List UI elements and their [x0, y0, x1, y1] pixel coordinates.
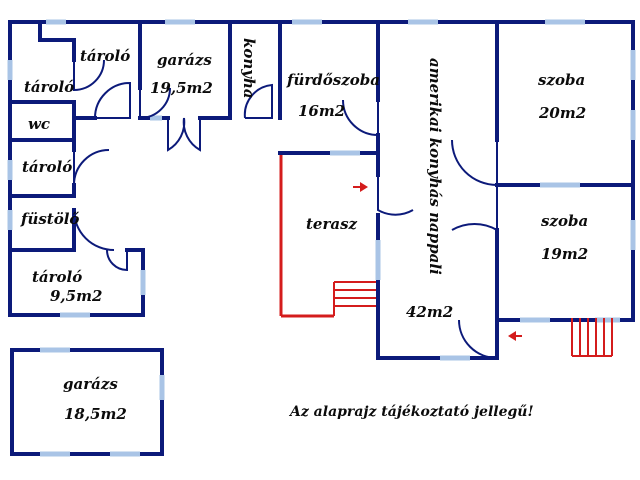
disclaimer-note: Az alaprajz tájékoztató jellegű!	[288, 404, 534, 420]
label-wc: wc	[28, 115, 50, 133]
label-storage-top: tároló	[80, 47, 130, 65]
label-storage-mid: tároló	[22, 158, 72, 176]
room-labels: tároló tároló wc tároló füstölő tároló 9…	[20, 38, 588, 423]
terrace-stairs	[333, 281, 376, 316]
label-storage-bottom: tároló	[32, 268, 82, 286]
label-storage-left: tároló	[24, 78, 74, 96]
detached-garage	[10, 347, 165, 457]
label-terrace: terasz	[306, 215, 358, 233]
entrance-arrows	[353, 182, 522, 341]
label-bathroom: fürdőszoba	[286, 71, 380, 89]
label-storage-bottom-area: 9,5m2	[50, 287, 102, 305]
terrace-outline	[279, 155, 334, 318]
label-kitchen: konyha	[240, 38, 258, 99]
entrance-stairs	[571, 318, 613, 357]
label-garage-main: garázs	[157, 51, 212, 69]
label-garage-detached: garázs	[63, 375, 118, 393]
label-garage-detached-area: 18,5m2	[64, 405, 127, 423]
label-garage-main-area: 19,5m2	[150, 79, 213, 97]
label-smokehouse: füstölő	[20, 210, 79, 228]
label-room1: szoba	[538, 71, 585, 89]
label-room1-area: 20m2	[538, 104, 586, 122]
label-bathroom-area: 16m2	[298, 102, 345, 120]
doors	[73, 59, 498, 360]
label-living: amerikai konyhás nappali	[426, 58, 444, 275]
label-room2-area: 19m2	[541, 245, 588, 263]
label-living-area: 42m2	[406, 303, 453, 321]
windows	[7, 19, 636, 361]
label-room2: szoba	[541, 212, 588, 230]
